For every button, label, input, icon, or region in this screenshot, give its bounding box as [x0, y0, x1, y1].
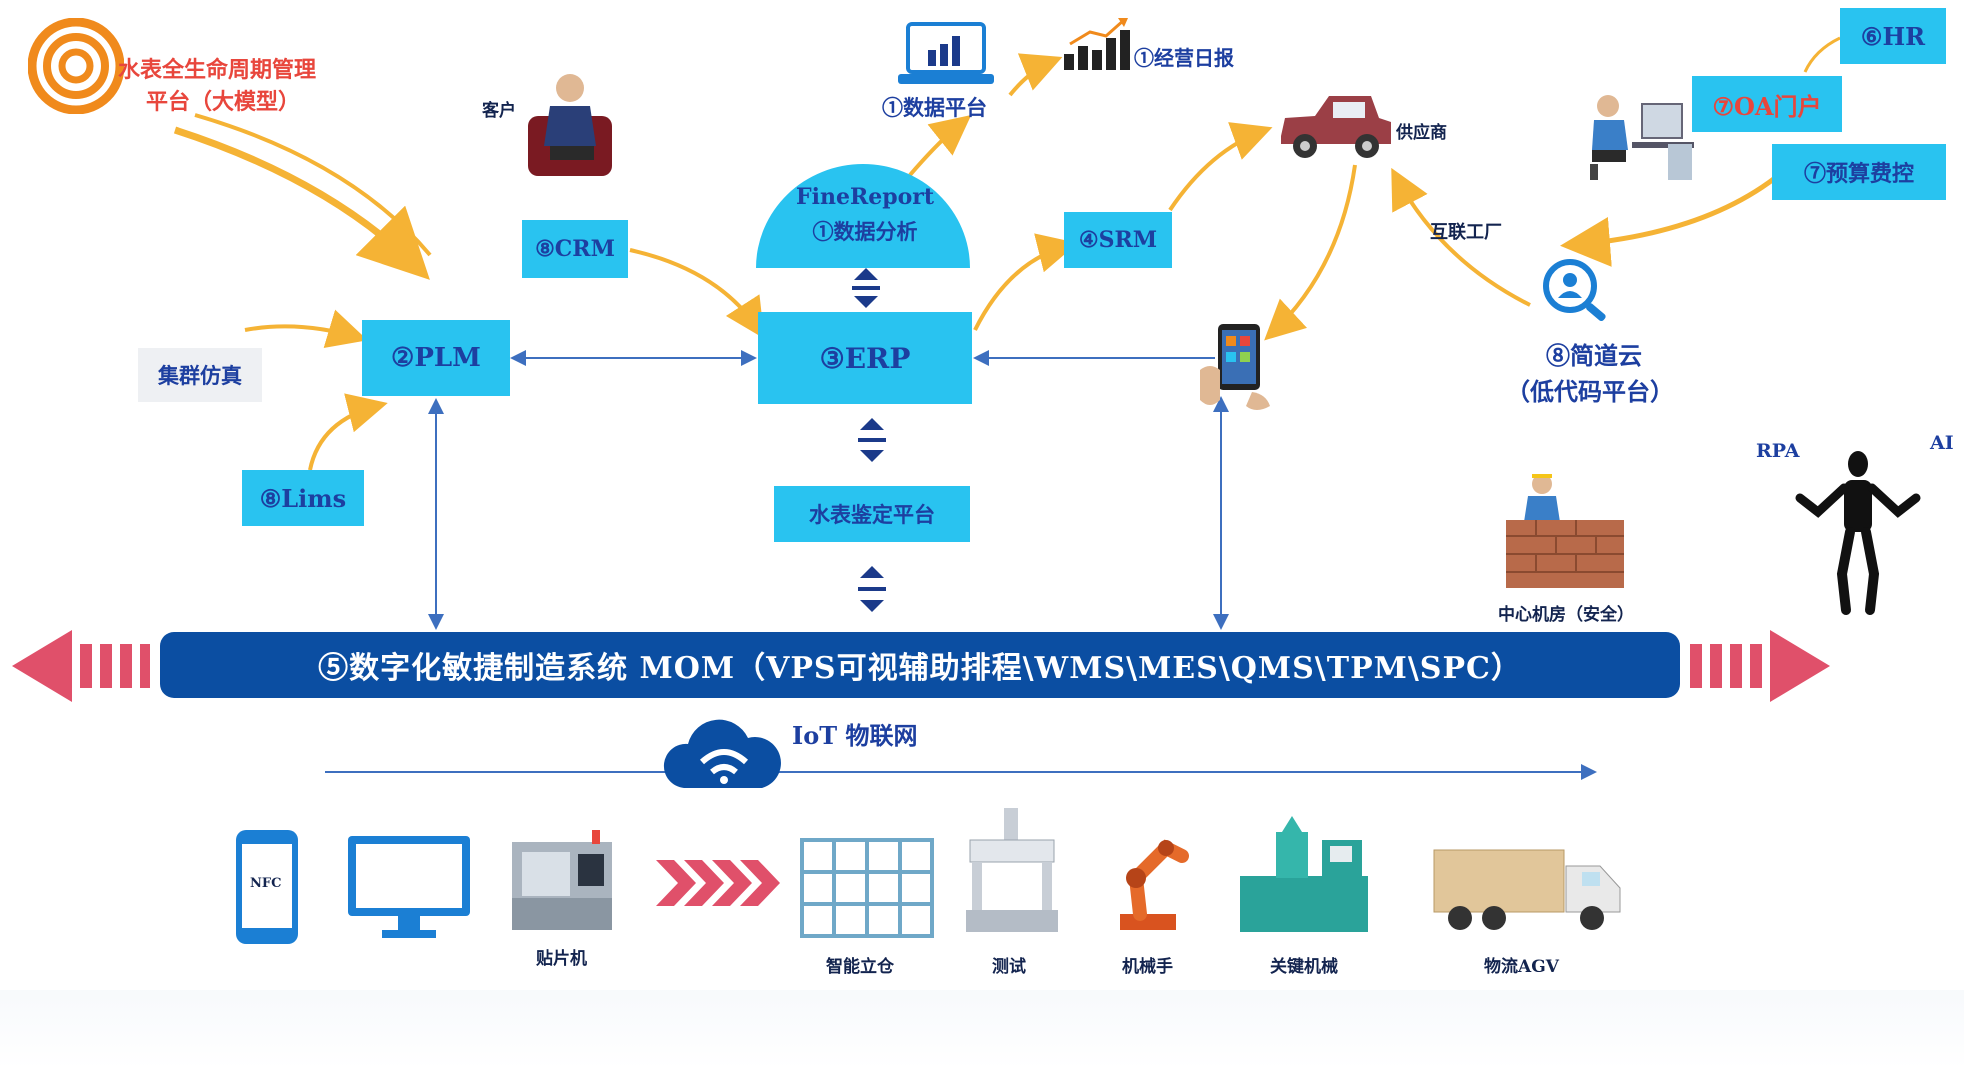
cloud-wifi-icon — [663, 719, 781, 788]
budget-box[interactable]: ⑦预算费控 — [1772, 144, 1946, 200]
right-arrow-icon — [1690, 630, 1830, 702]
floor-reflection — [0, 990, 1964, 1069]
tablet-hand-icon — [1200, 324, 1270, 410]
finereport-dome — [756, 164, 970, 268]
agv-label: 物流AGV — [1484, 957, 1559, 977]
robot-arm-icon — [1120, 839, 1189, 930]
rpa-label: RPA — [1756, 440, 1800, 462]
robot-label: 机械手 — [1122, 957, 1173, 977]
supplier-label: 供应商 — [1396, 123, 1447, 143]
left-arrow-icon — [12, 630, 150, 702]
nfc-label: NFC — [250, 876, 282, 891]
hr-box[interactable]: ⑥HR — [1840, 8, 1946, 64]
crm-box[interactable]: ⑧CRM — [522, 220, 628, 278]
rack-icon — [800, 838, 934, 938]
double-arrows — [852, 268, 886, 612]
title-line-2: 平台（大模型） — [146, 89, 301, 115]
data-center-label: 中心机房（安全） — [1498, 605, 1634, 625]
bar-chart-icon — [1064, 18, 1130, 70]
simulation-box[interactable]: 集群仿真 — [138, 348, 262, 402]
meter-platform-box[interactable]: 水表鉴定平台 — [774, 486, 970, 542]
machine-label: 关键机械 — [1270, 957, 1338, 977]
warehouse-label: 智能立仓 — [826, 957, 894, 977]
wall-worker-icon — [1506, 474, 1624, 588]
customer-label: 客户 — [482, 101, 516, 121]
oa-box[interactable]: ⑦OA门户 — [1692, 76, 1842, 132]
lims-box[interactable]: ⑧Lims — [242, 470, 364, 526]
daily-report-label: ①经营日报 — [1134, 46, 1234, 70]
extruder-icon — [1240, 816, 1368, 932]
truck-icon — [1433, 849, 1621, 930]
monitor-icon — [348, 836, 470, 938]
smt-machine-icon — [512, 830, 612, 930]
chevrons-icon — [656, 860, 780, 906]
erp-box[interactable]: ③ERP — [758, 312, 972, 404]
ai-label: AI — [1930, 432, 1954, 454]
search-user-icon — [1543, 259, 1606, 322]
finereport-title: FineReport — [795, 184, 935, 210]
office-worker-icon — [1590, 95, 1694, 180]
iot-label: IoT 物联网 — [792, 721, 918, 750]
phone-icon — [236, 830, 298, 944]
internet-factory-label: 互联工厂 — [1430, 222, 1502, 243]
jiandao-sub-label: （低代码平台） — [1506, 377, 1674, 406]
laptop-chart-icon — [898, 22, 994, 84]
smt-label: 贴片机 — [536, 949, 587, 969]
car-icon — [1281, 96, 1391, 158]
title-line-1: 水表全生命周期管理 — [118, 57, 317, 83]
test-label: 测试 — [992, 957, 1026, 977]
target-icon — [28, 18, 124, 114]
plm-box[interactable]: ②PLM — [362, 320, 510, 396]
cmm-icon — [966, 808, 1058, 932]
robot-figure-icon — [1795, 451, 1921, 615]
finereport-subtitle: ①数据分析 — [812, 219, 918, 244]
srm-box[interactable]: ④SRM — [1064, 212, 1172, 268]
jiandao-label: ⑧简道云 — [1546, 341, 1642, 370]
data-platform-label: ①数据平台 — [882, 95, 987, 120]
mom-bar[interactable]: ⑤数字化敏捷制造系统 MOM（VPS可视辅助排程\WMS\MES\QMS\TPM… — [160, 632, 1680, 698]
customer-icon — [528, 74, 612, 176]
